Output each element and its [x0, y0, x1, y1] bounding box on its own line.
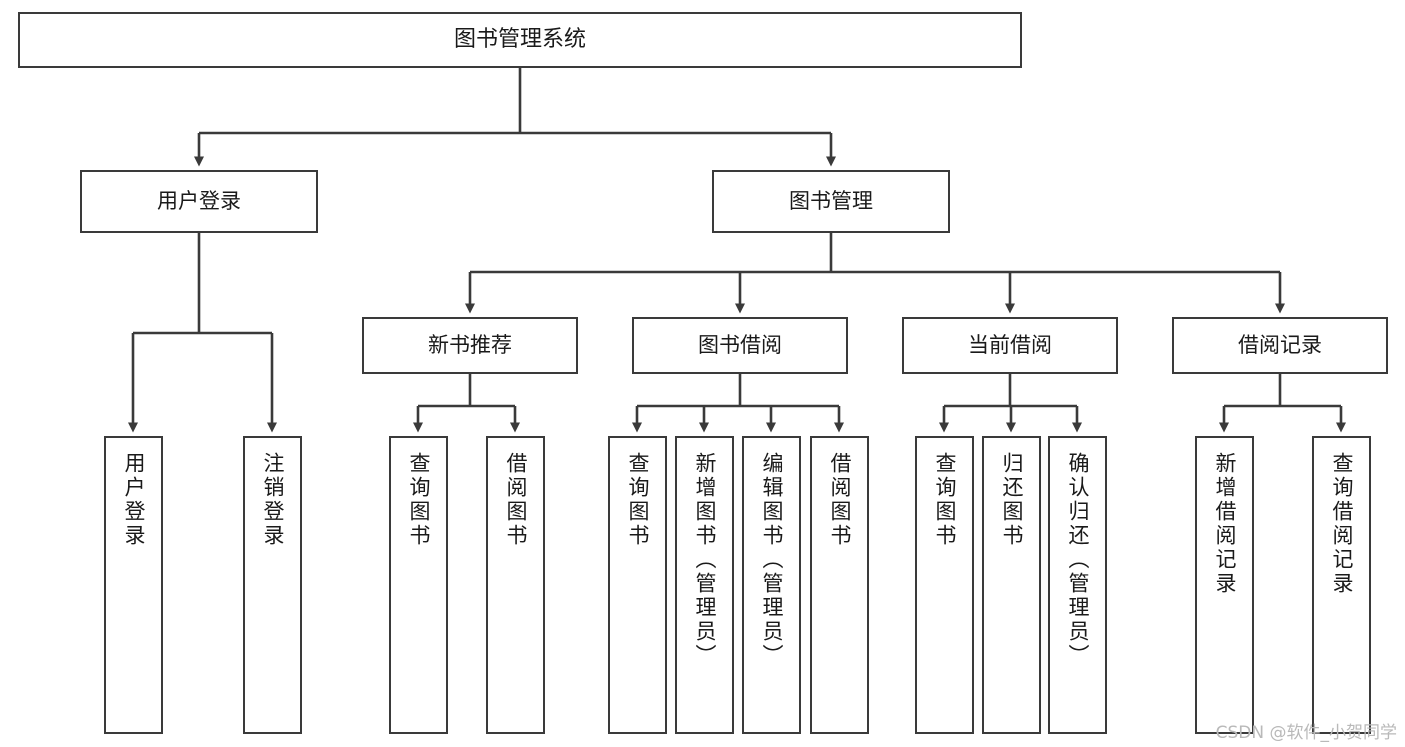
node-label: 注销登录 — [261, 452, 285, 548]
watermark: CSDN @软件_小贺同学 — [1215, 723, 1397, 743]
leaf-new-book-borrow[interactable]: 借阅图书 — [486, 436, 545, 734]
leaf-borrow-record-add[interactable]: 新增借阅记录 — [1195, 436, 1254, 734]
leaf-user-login-login[interactable]: 用户登录 — [104, 436, 163, 734]
node-label: 查询借阅记录 — [1330, 452, 1354, 596]
node-label: 图书管理 — [789, 189, 873, 214]
leaf-current-borrow-return[interactable]: 归还图书 — [982, 436, 1041, 734]
leaf-borrow-record-query[interactable]: 查询借阅记录 — [1312, 436, 1371, 734]
node-label: 图书借阅 — [698, 333, 782, 358]
node-label: 确认归还（管理员） — [1066, 452, 1090, 668]
leaf-book-borrow-edit[interactable]: 编辑图书（管理员） — [742, 436, 801, 734]
node-label: 查询图书 — [407, 452, 431, 548]
node-label: 借阅记录 — [1238, 333, 1322, 358]
node-current-borrow[interactable]: 当前借阅 — [902, 317, 1118, 374]
node-label: 新增借阅记录 — [1213, 452, 1237, 596]
node-book-management[interactable]: 图书管理 — [712, 170, 950, 233]
leaf-new-book-query[interactable]: 查询图书 — [389, 436, 448, 734]
leaf-user-login-logout[interactable]: 注销登录 — [243, 436, 302, 734]
node-book-borrow[interactable]: 图书借阅 — [632, 317, 848, 374]
node-label: 查询图书 — [626, 452, 650, 548]
node-label: 当前借阅 — [968, 333, 1052, 358]
node-label: 借阅图书 — [828, 452, 852, 548]
node-label: 归还图书 — [1000, 452, 1024, 548]
node-label: 查询图书 — [933, 452, 957, 548]
node-root-book-management-system[interactable]: 图书管理系统 — [18, 12, 1022, 68]
node-user-login[interactable]: 用户登录 — [80, 170, 318, 233]
node-label: 编辑图书（管理员） — [760, 452, 784, 668]
leaf-book-borrow-borrow[interactable]: 借阅图书 — [810, 436, 869, 734]
node-label: 新增图书（管理员） — [693, 452, 717, 668]
node-label: 借阅图书 — [504, 452, 528, 548]
node-label: 用户登录 — [122, 452, 146, 548]
leaf-current-borrow-query[interactable]: 查询图书 — [915, 436, 974, 734]
leaf-book-borrow-query[interactable]: 查询图书 — [608, 436, 667, 734]
node-new-book-recommend[interactable]: 新书推荐 — [362, 317, 578, 374]
node-label: 图书管理系统 — [453, 27, 586, 53]
node-label: 新书推荐 — [428, 333, 512, 358]
node-label: 用户登录 — [157, 189, 241, 214]
leaf-current-borrow-confirm-return[interactable]: 确认归还（管理员） — [1048, 436, 1107, 734]
node-borrow-record[interactable]: 借阅记录 — [1172, 317, 1388, 374]
leaf-book-borrow-add[interactable]: 新增图书（管理员） — [675, 436, 734, 734]
